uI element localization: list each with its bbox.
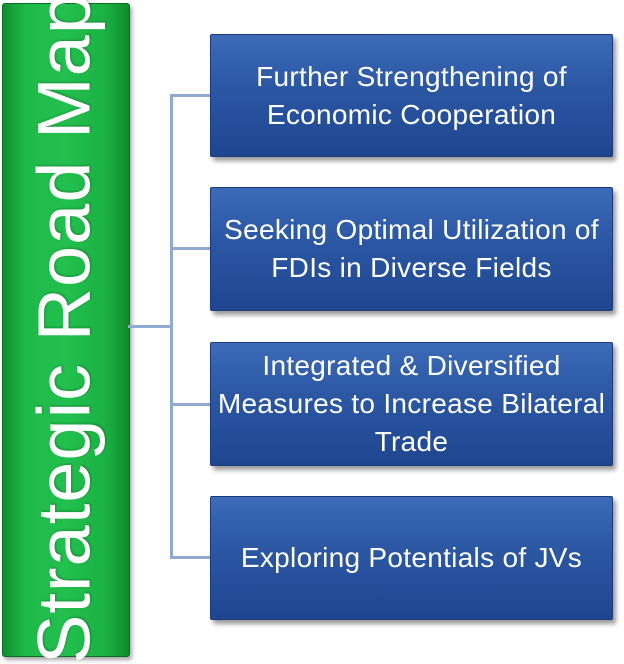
connector-root-stub xyxy=(128,325,172,328)
branch-node-2: Seeking Optimal Utilization of FDIs in D… xyxy=(210,187,613,311)
connector-branch-4 xyxy=(170,556,212,559)
branch-node-4: Exploring Potentials of JVs xyxy=(210,496,613,620)
branch-node-2-label: Seeking Optimal Utilization of FDIs in D… xyxy=(224,214,599,283)
connector-branch-3 xyxy=(170,403,212,406)
connector-trunk xyxy=(170,94,173,558)
root-node-box xyxy=(2,3,130,657)
branch-node-4-label: Exploring Potentials of JVs xyxy=(240,542,583,573)
branch-node-3-label: Integrated & Diversified Measures to Inc… xyxy=(217,350,606,457)
branch-node-3: Integrated & Diversified Measures to Inc… xyxy=(210,342,613,466)
branch-node-1: Further Strengthening of Economic Cooper… xyxy=(210,34,613,157)
root-node-label: Strategic Road Map xyxy=(22,0,106,664)
branch-node-1-label: Further Strengthening of Economic Cooper… xyxy=(256,60,567,130)
connector-branch-2 xyxy=(170,247,212,250)
connector-branch-1 xyxy=(170,94,212,97)
